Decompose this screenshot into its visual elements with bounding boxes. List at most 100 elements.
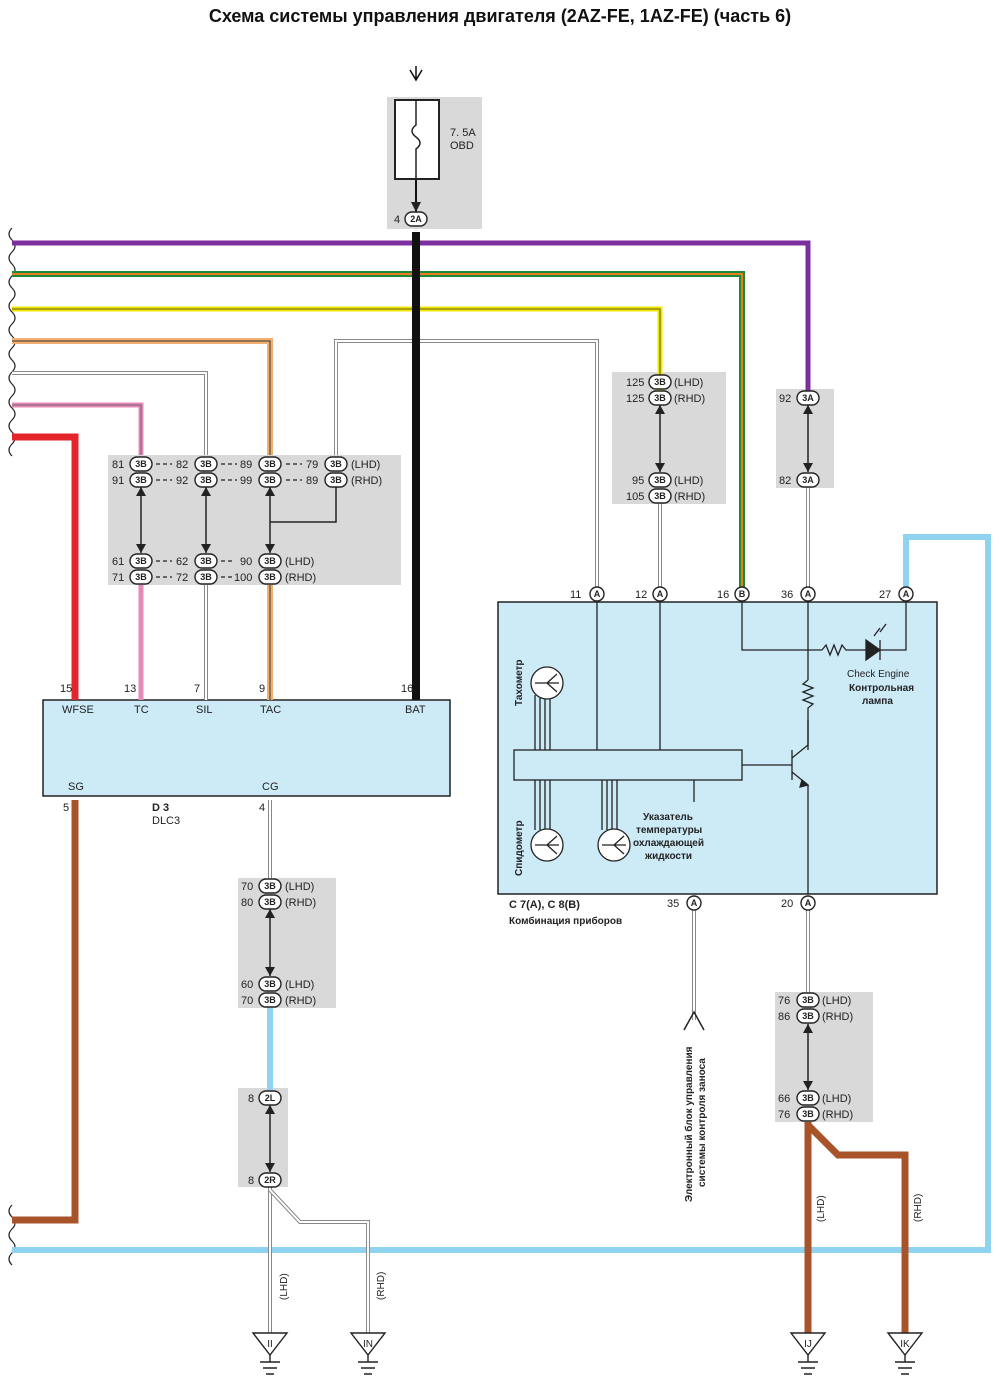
wire-white-11-core xyxy=(335,340,598,588)
fuse-rating: 7. 5A xyxy=(450,127,476,139)
svg-text:3B: 3B xyxy=(330,475,342,485)
label-99: 99 xyxy=(240,475,252,487)
ground-in: IN xyxy=(363,1339,373,1350)
wire-yellow-core xyxy=(12,308,661,380)
svg-text:3B: 3B xyxy=(802,995,814,1005)
svg-text:3B: 3B xyxy=(200,459,212,469)
label-70: 70 xyxy=(241,881,253,893)
label-86: 86 xyxy=(778,1011,790,1023)
label-lhd-4: (LHD) xyxy=(674,475,703,487)
wire-purple xyxy=(12,240,811,397)
power-arrow xyxy=(409,66,423,82)
label-71: 71 xyxy=(112,572,124,584)
cluster-pin-35: 35 xyxy=(667,898,679,910)
label-92: 92 xyxy=(176,475,188,487)
label-82b: 82 xyxy=(779,475,791,487)
svg-text:3B: 3B xyxy=(802,1109,814,1119)
cluster-pin-16: 16 xyxy=(717,589,729,601)
dlc3-pin-9: 9 xyxy=(259,683,265,695)
svg-text:3B: 3B xyxy=(135,572,147,582)
speedometer-label: Спидометр xyxy=(514,820,525,876)
label-61: 61 xyxy=(112,556,124,568)
wire-orange-core xyxy=(12,340,271,455)
svg-text:3B: 3B xyxy=(264,572,276,582)
label-lhd-7: (LHD) xyxy=(822,995,851,1007)
dlc3-pin-4: 4 xyxy=(259,802,265,814)
label-8a: 8 xyxy=(248,1093,254,1105)
svg-text:3B: 3B xyxy=(264,459,276,469)
tachometer-label: Тахометр xyxy=(514,659,525,706)
label-89b: 89 xyxy=(306,475,318,487)
label-100: 100 xyxy=(234,572,252,584)
label-rhd-8: (RHD) xyxy=(822,1109,853,1121)
temp-label-1: Указатель xyxy=(643,812,693,823)
svg-text:3B: 3B xyxy=(654,393,666,403)
label-62: 62 xyxy=(176,556,188,568)
cluster-pin-27: 27 xyxy=(879,589,891,601)
svg-text:A: A xyxy=(657,589,664,599)
wire-white-sil xyxy=(12,371,208,455)
label-91: 91 xyxy=(112,475,124,487)
temp-label-4: жидкости xyxy=(644,851,692,862)
svg-text:3B: 3B xyxy=(200,475,212,485)
cluster-pins xyxy=(589,586,914,911)
svg-text:3B: 3B xyxy=(200,556,212,566)
dlc3-wfse: WFSE xyxy=(62,704,94,716)
temp-label-3: охлаждающей xyxy=(633,838,704,849)
connector-pills xyxy=(129,211,820,1188)
label-rhd-1: (RHD) xyxy=(351,475,382,487)
wire-red xyxy=(12,433,79,700)
wire-pink-core xyxy=(12,404,142,455)
temp-label-2: температуры xyxy=(636,825,702,836)
dlc3-pin-15: 15 xyxy=(60,683,72,695)
label-76b: 76 xyxy=(778,1109,790,1121)
svg-text:3B: 3B xyxy=(264,556,276,566)
label-rhd-2: (RHD) xyxy=(285,572,316,584)
check-engine-label: Check Engine xyxy=(847,669,910,680)
dlc3-pin-7: 7 xyxy=(194,683,200,695)
svg-text:3B: 3B xyxy=(264,979,276,989)
dlc3-box xyxy=(42,699,451,797)
label-rhd-4: (RHD) xyxy=(674,491,705,503)
svg-text:3B: 3B xyxy=(135,556,147,566)
label-8b: 8 xyxy=(248,1175,254,1187)
label-72: 72 xyxy=(176,572,188,584)
fuse-name: OBD xyxy=(450,140,474,152)
dlc3-pin-16: 16 xyxy=(401,683,413,695)
svg-text:2L: 2L xyxy=(265,1093,276,1103)
label-66: 66 xyxy=(778,1093,790,1105)
ground-ii: II xyxy=(267,1339,273,1350)
combination-meter-box xyxy=(497,601,938,895)
dlc3-cg: CG xyxy=(262,781,279,793)
svg-text:3B: 3B xyxy=(264,881,276,891)
dlc3-pin-13: 13 xyxy=(124,683,136,695)
label-lhd-6: (LHD) xyxy=(285,979,314,991)
svg-text:A: A xyxy=(691,898,698,908)
cluster-pin-11: 11 xyxy=(570,589,581,601)
svg-text:3A: 3A xyxy=(802,393,814,403)
svg-text:3B: 3B xyxy=(330,459,342,469)
label-90: 90 xyxy=(240,556,252,568)
label-125b: 125 xyxy=(626,393,644,405)
fuse-pin: 4 xyxy=(394,214,400,226)
wire-light-blue xyxy=(12,534,991,1253)
junction-box-main xyxy=(108,455,401,585)
label-lhd-3: (LHD) xyxy=(674,377,703,389)
label-80: 80 xyxy=(241,897,253,909)
lamp-label-1: Контрольная xyxy=(849,683,914,694)
wire-break-bottom xyxy=(8,1204,16,1266)
svg-text:3A: 3A xyxy=(802,475,814,485)
ecu-note-1: Электронный блок управления xyxy=(683,1046,695,1202)
label-lhd-2: (LHD) xyxy=(285,556,314,568)
label-rhd-3: (RHD) xyxy=(674,393,705,405)
dlc3-sil: SIL xyxy=(196,704,213,716)
svg-text:B: B xyxy=(739,589,746,599)
branch-lhd-ii: (LHD) xyxy=(279,1273,290,1300)
svg-text:3B: 3B xyxy=(264,897,276,907)
label-60: 60 xyxy=(241,979,253,991)
svg-text:A: A xyxy=(903,589,910,599)
fuse-connector: 2A xyxy=(410,214,422,224)
dlc3-pin-5: 5 xyxy=(63,802,69,814)
